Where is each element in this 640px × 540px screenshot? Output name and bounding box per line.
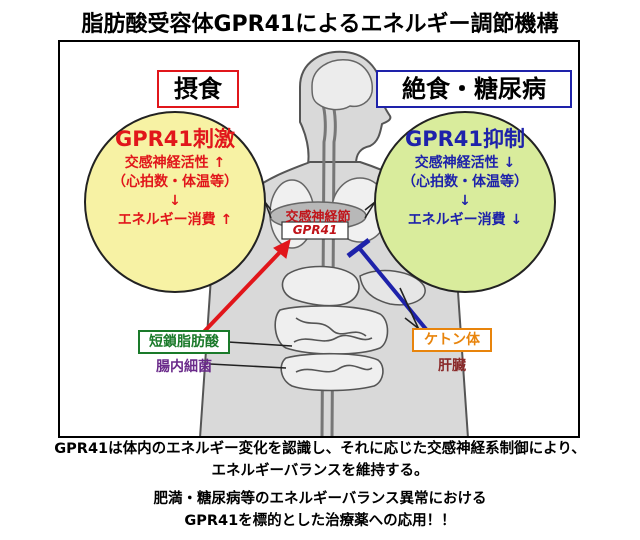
caption-block-1: GPR41は体内のエネルギー変化を認識し、それに応じた交感神経系制御により、 エ… (0, 438, 640, 482)
body-illustration (84, 50, 556, 436)
right-line-4: エネルギー消費 ↓ (407, 212, 523, 228)
diagram-panel: 摂食 絶食・糖尿病 GPR41刺激 交感神経活性 ↑ （心拍数・体温等） ↓ エ… (58, 40, 580, 438)
left-line-4: エネルギー消費 ↑ (117, 212, 233, 228)
short-chain-fatty-acid-box: 短鎖脂肪酸 (138, 330, 230, 354)
right-bubble-content: GPR41抑制 交感神経活性 ↓ （心拍数・体温等） ↓ エネルギー消費 ↓ (385, 124, 545, 230)
right-line-2: （心拍数・体温等） (402, 174, 528, 190)
gut-bacteria-label: 腸内細菌 (156, 359, 212, 375)
left-line-3: ↓ (169, 193, 181, 209)
ganglion-label: 交感神経節 (285, 210, 351, 225)
left-line-2: （心拍数・体温等） (112, 174, 238, 190)
caption-line-2: エネルギーバランスを維持する。 (211, 463, 429, 479)
receptor-box (281, 221, 349, 240)
receptor-label: GPR41 (292, 223, 338, 237)
caption-line-1: GPR41は体内のエネルギー変化を認識し、それに応じた交感神経系制御により、 (54, 441, 586, 457)
right-line-3: ↓ (459, 193, 471, 209)
tag-feeding: 摂食 (157, 70, 239, 108)
tag-fasting-diabetes: 絶食・糖尿病 (376, 70, 572, 108)
left-bubble-content: GPR41刺激 交感神経活性 ↑ （心拍数・体温等） ↓ エネルギー消費 ↑ (95, 124, 255, 230)
inhibition-line (346, 238, 432, 336)
liver-label: 肝臓 (438, 358, 466, 374)
right-line-1: 交感神経活性 ↓ (414, 155, 516, 171)
page-title: 脂肪酸受容体GPR41によるエネルギー調節機構 (81, 12, 559, 37)
activation-arrow (196, 239, 291, 340)
digestive-organs (274, 265, 389, 392)
caption-line-3: 肥満・糖尿病等のエネルギーバランス異常における (153, 491, 487, 507)
right-bubble-title: GPR41抑制 (404, 127, 526, 151)
ketone-body-box: ケトン体 (412, 328, 492, 352)
caption-line-4: GPR41を標的とした治療薬への応用！！ (184, 513, 456, 529)
left-line-1: 交感神経活性 ↑ (124, 155, 226, 171)
brain (311, 59, 373, 111)
left-bubble-title: GPR41刺激 (114, 127, 236, 151)
caption-block-2: 肥満・糖尿病等のエネルギーバランス異常における GPR41を標的とした治療薬への… (0, 488, 640, 532)
